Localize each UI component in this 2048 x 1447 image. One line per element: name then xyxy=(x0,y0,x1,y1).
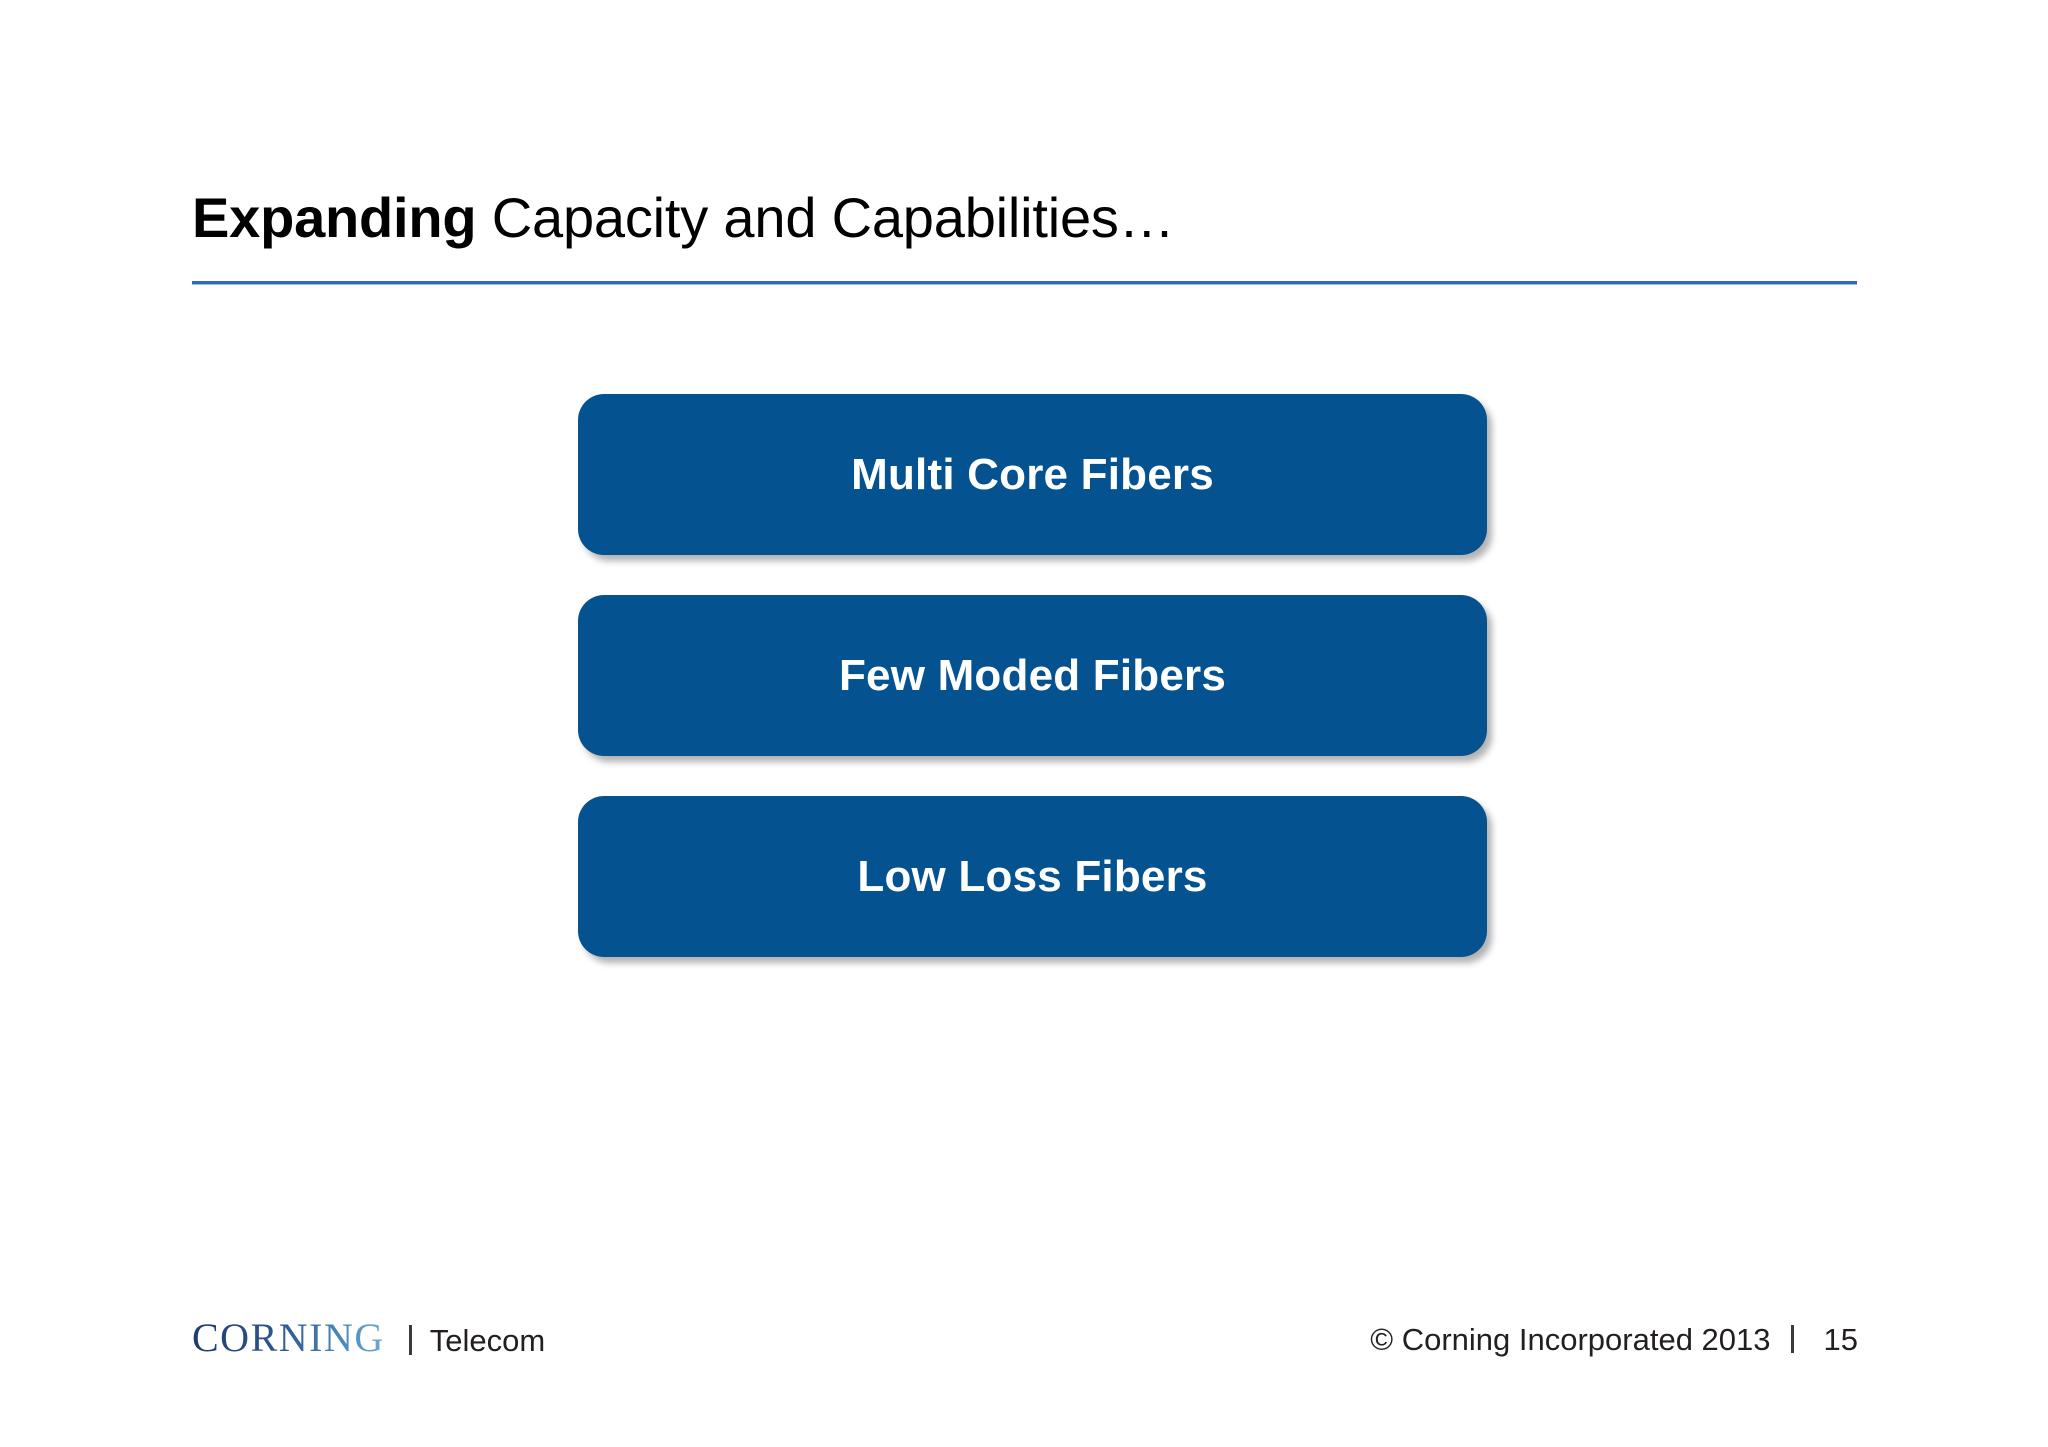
footer-separator-right-icon xyxy=(1790,1325,1794,1353)
footer-right-group: © Corning Incorporated 2013 15 xyxy=(1370,1322,1858,1355)
slide-footer: CORNING Telecom © Corning Incorporated 2… xyxy=(0,1318,2048,1388)
corning-logo: CORNING xyxy=(192,1315,385,1360)
fiber-box-low-loss[interactable]: Low Loss Fibers xyxy=(578,796,1487,957)
page-title-strong: Expanding xyxy=(192,186,477,249)
fiber-box-label: Multi Core Fibers xyxy=(851,449,1214,499)
title-divider xyxy=(192,281,1857,285)
fiber-box-list: Multi Core Fibers Few Moded Fibers Low L… xyxy=(578,394,1487,957)
page-number: 15 xyxy=(1823,1322,1858,1357)
fiber-box-multi-core[interactable]: Multi Core Fibers xyxy=(578,394,1487,555)
title-block: Expanding Capacity and Capabilities… xyxy=(192,186,1857,249)
footer-copyright: © Corning Incorporated 2013 xyxy=(1370,1322,1771,1357)
footer-business-unit: Telecom xyxy=(429,1323,546,1358)
footer-separator-icon xyxy=(408,1325,412,1355)
footer-left-group: CORNING Telecom xyxy=(192,1318,545,1358)
fiber-box-label: Few Moded Fibers xyxy=(838,650,1227,700)
fiber-box-few-moded[interactable]: Few Moded Fibers xyxy=(578,595,1487,756)
page-title-rest: Capacity and Capabilities… xyxy=(476,186,1175,249)
fiber-box-label: Low Loss Fibers xyxy=(857,851,1208,901)
page-title: Expanding Capacity and Capabilities… xyxy=(192,186,1857,249)
